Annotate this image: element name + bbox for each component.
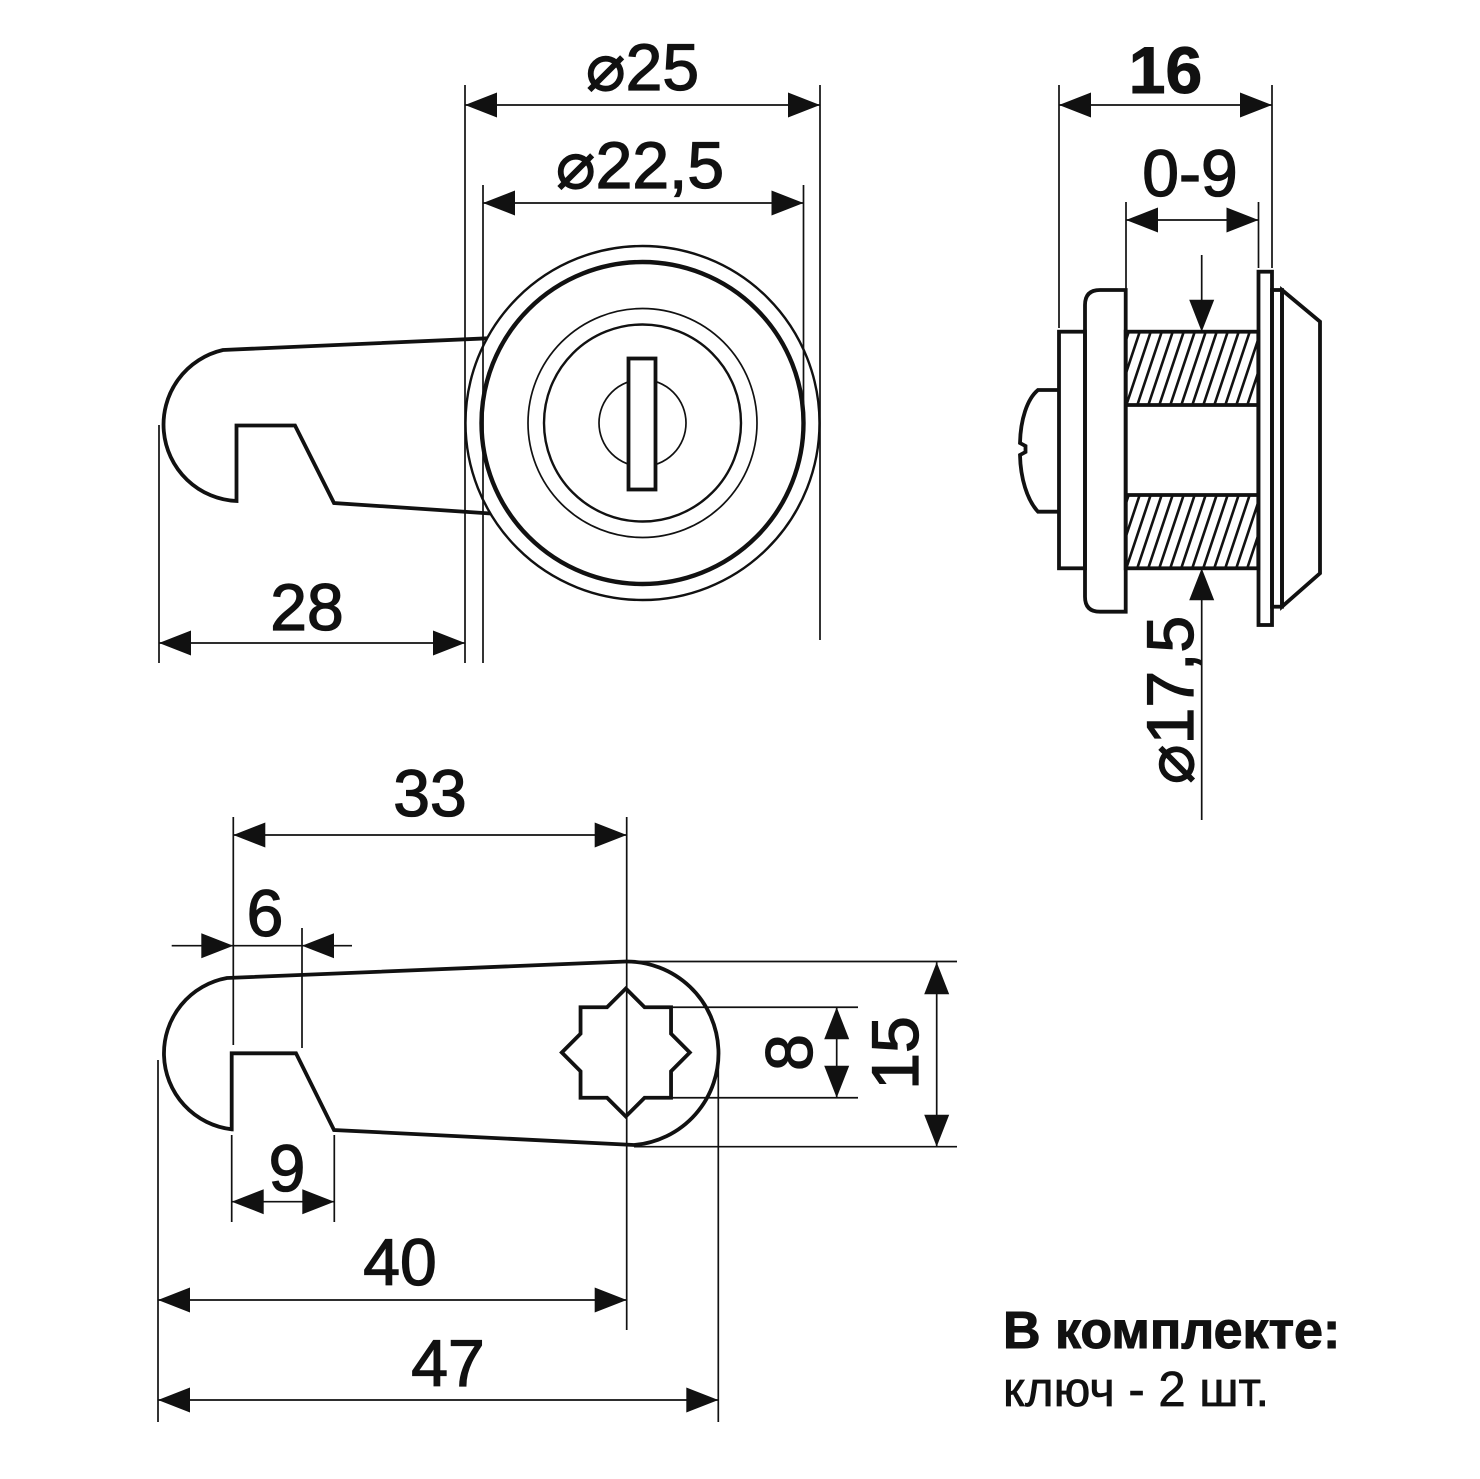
- dim-notch-width: 9: [230, 1130, 336, 1222]
- head-cone: [1280, 285, 1322, 611]
- thread-hatch-top: [1125, 331, 1259, 406]
- dim-outer-diameter: ⌀25: [464, 29, 821, 663]
- dim-hole-width: 8: [671, 1006, 858, 1099]
- kit-note-title: В комплекте:: [1003, 1302, 1340, 1360]
- dim-to-hole-center: 33: [232, 755, 627, 1045]
- dim-grip-range: 0-9: [1125, 135, 1260, 332]
- bezel-circle: [527, 307, 758, 539]
- cam-outline: [162, 959, 721, 1147]
- dim-thread-diameter: ⌀17,5: [1132, 568, 1215, 820]
- flange-plate: [1256, 269, 1274, 627]
- front-view: ⌀25 ⌀22,5 28: [158, 29, 821, 663]
- dim-thread-diameter-label: ⌀17,5: [1133, 616, 1207, 784]
- dim-to-hole-center-label: 33: [393, 756, 466, 830]
- dim-total-length-label: 47: [411, 1326, 484, 1400]
- dim-cam-height-label: 15: [858, 1016, 932, 1089]
- face-circle: [479, 259, 806, 587]
- star-hole: [559, 985, 693, 1120]
- dim-grip-range-label: 0-9: [1142, 136, 1237, 210]
- kit-note: В комплекте: ключ - 2 шт.: [1003, 1302, 1341, 1418]
- washer: [1057, 329, 1087, 571]
- dim-cam-reach: 28: [158, 425, 465, 663]
- dim-lip-width-label: 6: [247, 876, 284, 950]
- dim-lip-width: 6: [171, 875, 352, 1048]
- side-profile-view: 16 0-9 ⌀17,5: [1018, 33, 1322, 820]
- nut: [1083, 288, 1128, 614]
- dim-cam-reach-label: 28: [270, 570, 343, 644]
- cam-top-view: 33 6 9 40: [157, 755, 957, 1422]
- cylinder-circle: [542, 323, 743, 523]
- dim-notch-width-label: 9: [269, 1131, 306, 1205]
- keyway-slot: [626, 356, 658, 492]
- dim-face-diameter: ⌀22,5: [482, 127, 805, 663]
- dim-length-to-center: 40: [157, 1060, 627, 1422]
- dim-length-to-center-label: 40: [363, 1225, 436, 1299]
- rear-cam-post: [1018, 388, 1059, 514]
- cam-hook-outline: [161, 336, 491, 516]
- dim-outer-diameter-label: ⌀25: [586, 30, 699, 104]
- dim-total-length: 47: [158, 1058, 720, 1422]
- dim-body-length: 16: [1058, 33, 1273, 328]
- kit-note-detail: ключ - 2 шт.: [1003, 1363, 1269, 1417]
- dim-body-length-label: 16: [1129, 33, 1202, 107]
- thread-hatch-bottom: [1125, 495, 1259, 569]
- dim-face-diameter-label: ⌀22,5: [556, 128, 724, 202]
- dim-cam-height: 15: [626, 960, 957, 1148]
- dim-hole-width-label: 8: [752, 1034, 826, 1071]
